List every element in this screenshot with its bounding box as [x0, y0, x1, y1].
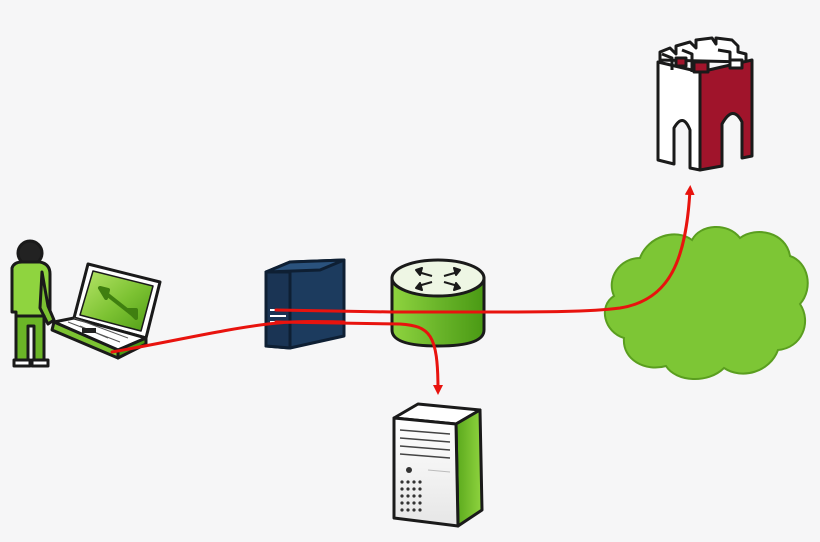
link-firewall-to-router — [274, 308, 486, 314]
server-tower-icon[interactable] — [392, 402, 484, 528]
router-icon[interactable] — [390, 258, 486, 348]
cloud-icon[interactable] — [604, 225, 809, 381]
person-icon — [10, 239, 56, 368]
laptop-wrench-icon[interactable] — [50, 262, 162, 360]
firewall-device-icon[interactable] — [264, 258, 346, 350]
castle-tower-icon[interactable] — [656, 36, 754, 172]
link-firewall-to-server — [274, 320, 443, 395]
link-router-to-internet — [482, 185, 695, 314]
